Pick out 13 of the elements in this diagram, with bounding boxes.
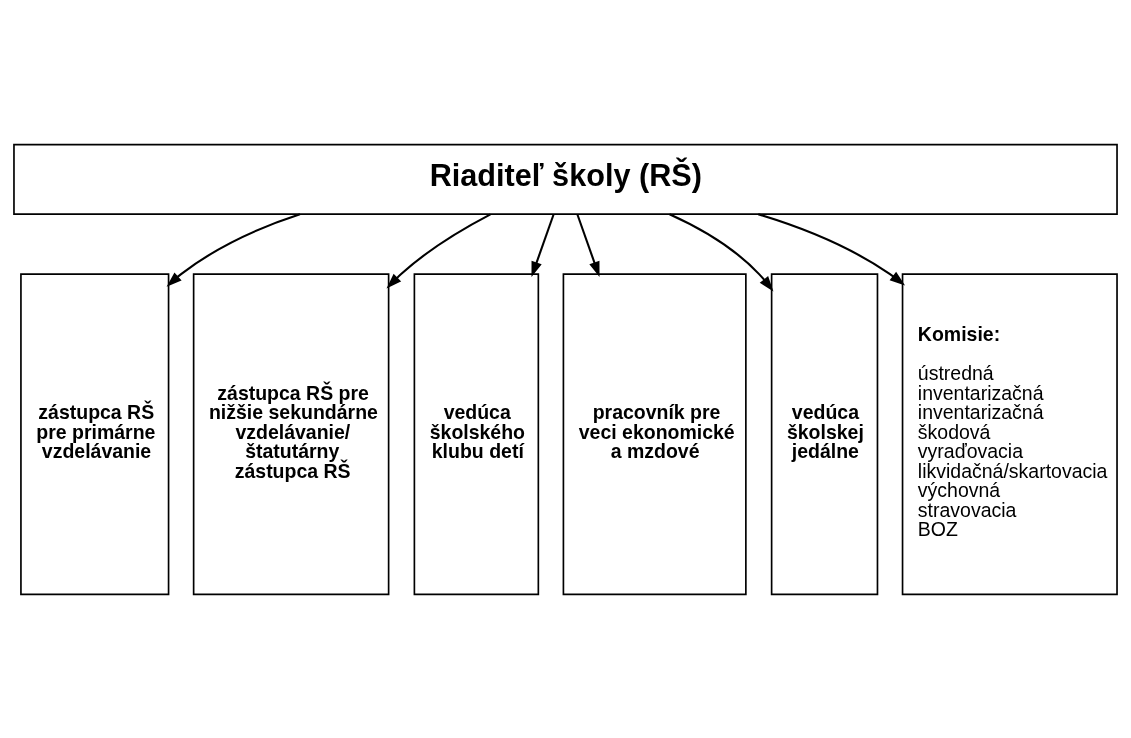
arrow [576,213,600,277]
node-box: vedúca školského klubu detí [413,272,540,595]
node-box: zástupca RŠ pre primárne vzdelávanie [20,272,170,595]
node-box: Komisie: ústredná inventarizačná inventarizačná škodová vyraďovacia likvidačná/skartovacia výchovná stravovacia BOZ [901,272,1118,595]
arrow [386,212,491,288]
arrow [757,212,906,285]
node-box: vedúca školskej jedálne [770,272,879,595]
arrow [669,212,774,291]
node-box: Riaditeľ školy (RŠ) [13,143,1118,215]
node-box: zástupca RŠ pre nižšie sekundárne vzdelávanie/ štatutárny zástupca RŠ [192,272,390,595]
arrow [531,213,555,277]
arrow [166,212,301,287]
node-box: pracovník pre veci ekonomické a mzdové [562,272,747,595]
